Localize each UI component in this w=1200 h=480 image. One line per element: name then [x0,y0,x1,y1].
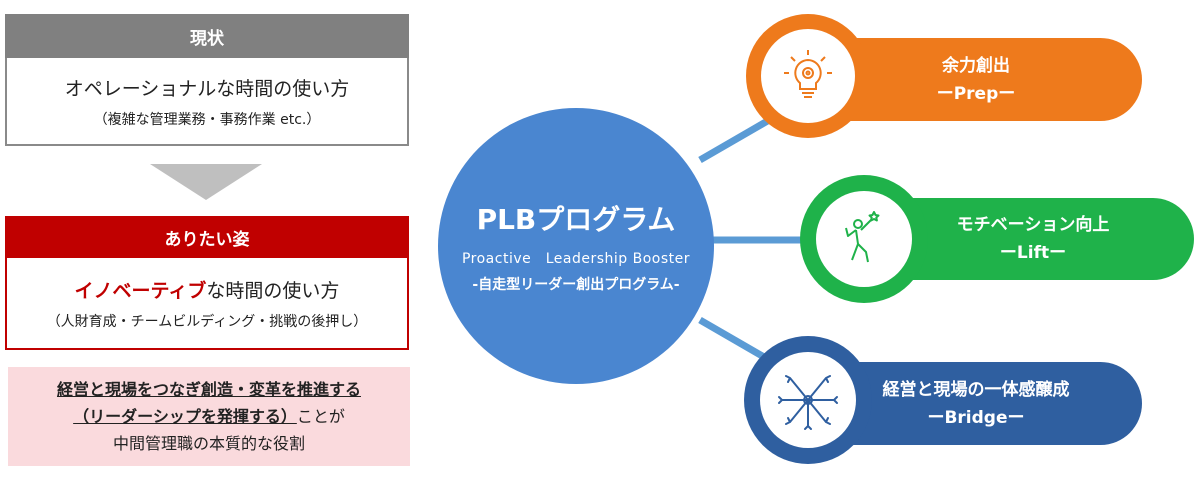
pillar-bridge-icon-inner [760,352,856,448]
current-state-main-text: オペレーショナルな時間の使い方 [64,77,350,100]
program-circle: PLBプログラム Proactive Leadership Booster -自… [438,108,714,384]
current-state-header-label: 現状 [190,28,224,49]
role-line-2-rest: ことが [296,407,345,426]
role-statement-box: 経営と現場をつなぎ創造・変革を推進する （リーダーシップを発揮する）ことが 中間… [8,367,410,466]
pillar-lift-subtitle: ーLiftー [999,243,1067,263]
program-subtitle-en: Proactive Leadership Booster [461,251,691,267]
pillar-lift-title: モチベーション向上 [956,215,1110,235]
ideal-state-main-rest: な時間の使い方 [206,279,340,302]
pillar-lift-icon-inner [816,191,912,287]
pillar-bridge-subtitle: ーBridgeー [927,407,1025,428]
ideal-state-sub-text: （人財育成・チームビルディング・挑戦の後押し） [46,313,368,330]
pillar-bridge-title: 経営と現場の一体感醸成 [882,379,1070,400]
ideal-state-panel: イノベーティブな時間の使い方 （人財育成・チームビルディング・挑戦の後押し） [5,258,409,350]
role-line-1: 経営と現場をつなぎ創造・変革を推進する [56,380,361,399]
program-subtitle-ja: -自走型リーダー創出プログラム- [472,277,680,293]
pillar-bridge-icon-badge [744,336,872,464]
pillar-prep-icon-badge [746,14,870,138]
celebrating-person-icon [845,211,880,263]
ideal-state-header: ありたい姿 [5,216,409,258]
down-arrow [150,164,262,200]
pillar-prep-title: 余力創出 [942,55,1010,76]
ideal-state-main-text: イノベーティブな時間の使い方 [75,276,340,303]
joined-hands-icon [778,375,838,430]
lightbulb-gear-icon [784,50,832,98]
current-state-panel: オペレーショナルな時間の使い方 （複雑な管理業務・事務作業 etc.） [5,58,409,146]
role-line-2-underlined: （リーダーシップを発揮する） [73,407,297,426]
pillar-prep-subtitle: ーPrepー [936,83,1016,104]
pillar-lift-icon-badge [800,175,928,303]
ideal-state-header-label: ありたい姿 [164,229,250,250]
current-state-header: 現状 [5,14,409,58]
ideal-state-highlight: イノベーティブ [74,279,207,302]
current-state-sub-text: （複雑な管理業務・事務作業 etc.） [93,111,321,128]
program-title: PLBプログラム [476,203,676,236]
role-line-3: 中間管理職の本質的な役割 [112,434,305,453]
role-line-2: （リーダーシップを発揮する）ことが [73,403,345,430]
pillar-prep-icon-inner [761,29,855,123]
